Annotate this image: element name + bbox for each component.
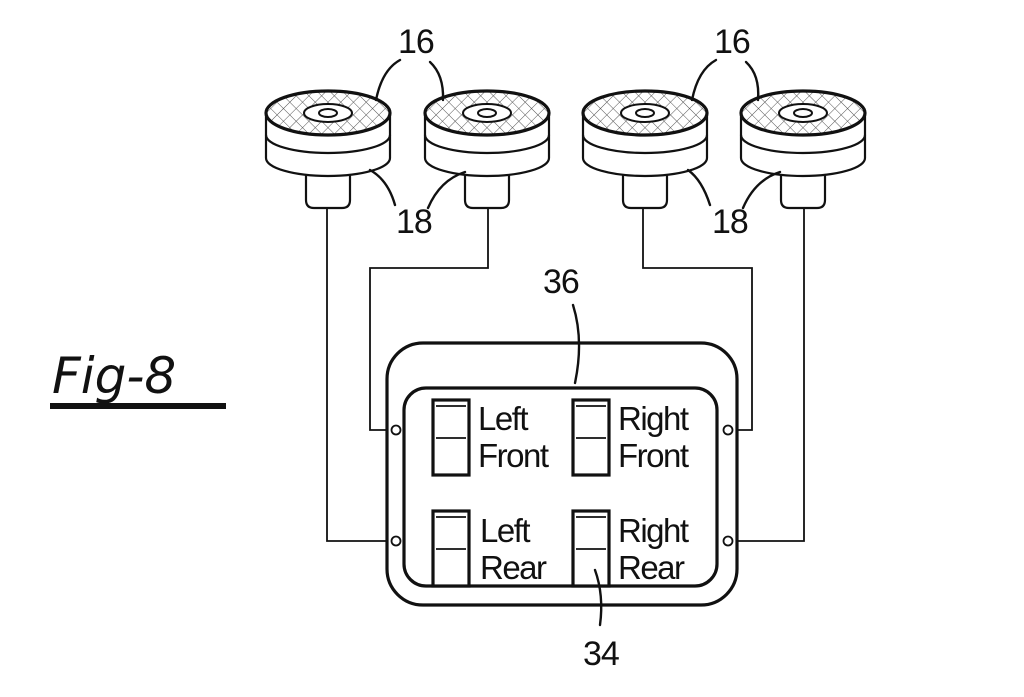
figure-title-underline [50,403,226,409]
switch-right-rear[interactable]: Right Rear [571,509,690,588]
leader-18-a [368,168,397,207]
switch-left-rear[interactable]: Left Rear [431,509,549,588]
ref-18-left: 18 [396,203,432,241]
ref-34: 34 [583,635,619,673]
terminal-right-front [722,424,734,436]
sensor-4 [739,89,867,210]
control-panel: 36 Left Front Right Front Left Rear [385,263,739,673]
leader-34 [593,568,603,627]
terminal-left-front [390,424,402,436]
sensor-icon [423,89,551,210]
switch-label-line2: Front [618,437,689,474]
leader-18-b [426,170,467,210]
terminal-left-rear [390,535,402,547]
ref-16-right: 16 [714,23,750,61]
leader-18-d [741,170,782,210]
ref-16-left: 16 [398,23,434,61]
leader-36 [571,303,581,385]
leader-16-d [744,60,760,102]
sensor-1 [264,89,392,210]
sensor-3 [581,89,709,210]
wiring [326,207,805,542]
callouts-left-pair: 16 18 [368,23,467,241]
sensor-2 [423,89,551,210]
ref-36: 36 [543,263,579,301]
wire-left-front [369,207,489,431]
wire-right-rear [732,207,805,542]
switch-label-line2: Front [478,437,549,474]
switch-right-front[interactable]: Right Front [571,398,690,477]
switch-label-line2: Rear [618,549,685,586]
switch-label-line1: Left [478,400,528,437]
switch-label-line1: Left [480,512,530,549]
switch-label-line1: Right [618,400,689,437]
figure-title: Fig-8 [50,347,226,409]
leader-18-c [686,168,712,207]
leader-16-b [428,60,445,102]
switch-left-front[interactable]: Left Front [431,398,550,477]
figure-title-text: Fig-8 [52,347,176,405]
sensor-icon [581,89,709,210]
switch-label-line2: Rear [480,549,547,586]
panel-inner-face [402,386,719,588]
wire-left-rear [326,207,394,542]
sensor-icon [264,89,392,210]
switch-label-line1: Right [618,512,689,549]
ref-18-right: 18 [712,203,748,241]
leader-16-a [374,58,402,102]
leader-16-c [690,58,718,102]
sensor-icon [739,89,867,210]
callouts-right-pair: 16 18 [686,23,782,241]
wire-right-front [642,207,753,431]
terminal-right-rear [722,535,734,547]
